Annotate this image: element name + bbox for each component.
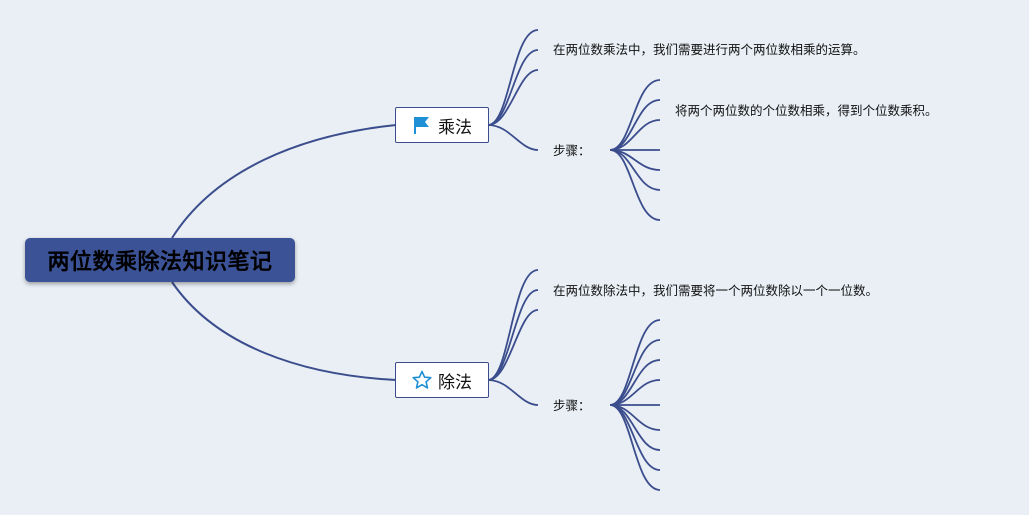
division-fan — [487, 269, 539, 406]
multiplication-definition[interactable]: 在两位数乘法中，我们需要进行两个两位数相乘的运算。 — [553, 42, 866, 57]
branch-division[interactable]: 除法 — [395, 362, 489, 398]
root-title: 两位数乘除法知识笔记 — [47, 250, 273, 275]
division-steps-fan — [609, 319, 661, 491]
division-steps-label[interactable]: 步骤： — [553, 398, 591, 413]
branch-division-label: 除法 — [438, 372, 472, 393]
branch-multiplication-label: 乘法 — [438, 117, 472, 138]
flag-icon — [412, 115, 432, 135]
multiplication-fan — [487, 29, 539, 151]
multiplication-step-1[interactable]: 将两个两位数的个位数相乘，得到个位数乘积。 — [675, 103, 938, 118]
branch-multiplication[interactable]: 乘法 — [395, 107, 489, 143]
root-to-multiplication-line — [171, 124, 397, 239]
root-topic[interactable]: 两位数乘除法知识笔记 — [25, 238, 295, 282]
multiplication-steps-fan — [609, 79, 661, 221]
multiplication-steps-label[interactable]: 步骤： — [553, 143, 591, 158]
division-definition[interactable]: 在两位数除法中，我们需要将一个两位数除以一个一位数。 — [553, 283, 879, 298]
star-icon — [412, 370, 432, 390]
root-to-division-line — [171, 281, 397, 381]
